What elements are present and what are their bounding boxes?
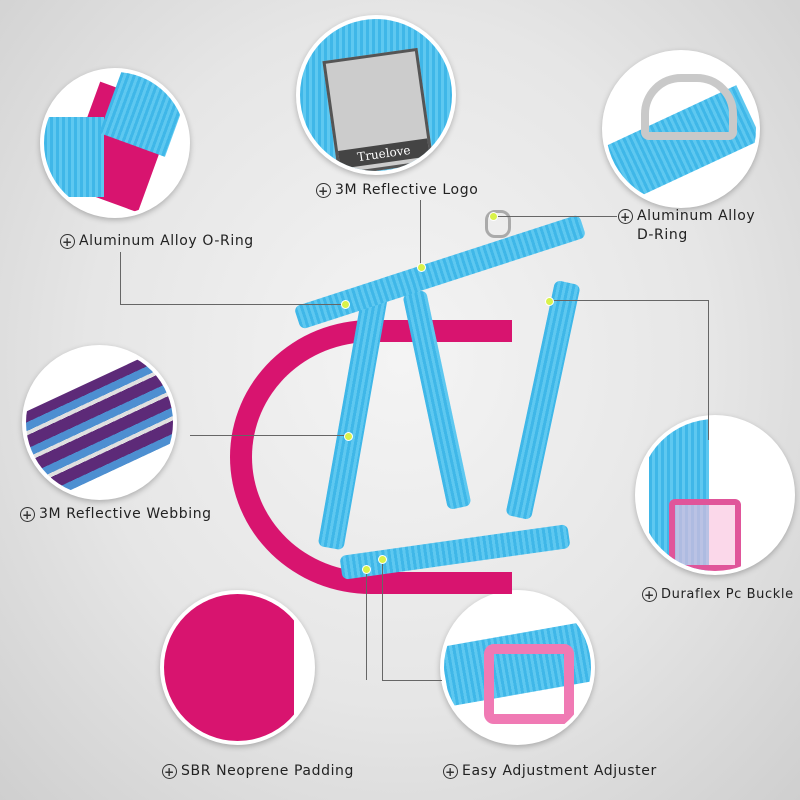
plus-circle-icon: + xyxy=(642,587,657,602)
webbing-marker xyxy=(344,432,353,441)
adjuster-marker xyxy=(378,555,387,564)
reflective-logo-detail-image: Truelove xyxy=(296,15,456,175)
plus-circle-icon: + xyxy=(60,234,75,249)
buckle-marker xyxy=(545,297,554,306)
label-webbing: + 3M Reflective Webbing xyxy=(20,505,212,524)
logo-tag-text: Truelove xyxy=(338,138,430,169)
label-logo: + 3M Reflective Logo xyxy=(316,181,478,200)
logo-marker xyxy=(417,263,426,272)
plus-circle-icon: + xyxy=(618,209,633,224)
label-buckle: + Duraflex Pc Buckle xyxy=(642,585,794,604)
d-ring-marker xyxy=(489,212,498,221)
harness-illustration xyxy=(200,200,620,594)
padding-marker xyxy=(362,565,371,574)
webbing-detail-image xyxy=(22,345,177,500)
plus-circle-icon: + xyxy=(443,764,458,779)
o-ring-detail-image xyxy=(40,68,190,218)
label-adjuster: + Easy Adjustment Adjuster xyxy=(443,762,657,781)
padding-detail-image xyxy=(160,590,315,745)
label-o-ring: + Aluminum Alloy O-Ring xyxy=(60,232,254,251)
plus-circle-icon: + xyxy=(162,764,177,779)
plus-circle-icon: + xyxy=(20,507,35,522)
o-ring-marker xyxy=(341,300,350,309)
d-ring-detail-image xyxy=(602,50,760,208)
adjuster-detail-image xyxy=(440,590,595,745)
buckle-detail-image xyxy=(635,415,795,575)
plus-circle-icon: + xyxy=(316,183,331,198)
label-padding: + SBR Neoprene Padding xyxy=(162,762,354,781)
back-strap xyxy=(505,279,581,521)
d-ring xyxy=(485,210,511,238)
neck-strap xyxy=(293,214,587,330)
